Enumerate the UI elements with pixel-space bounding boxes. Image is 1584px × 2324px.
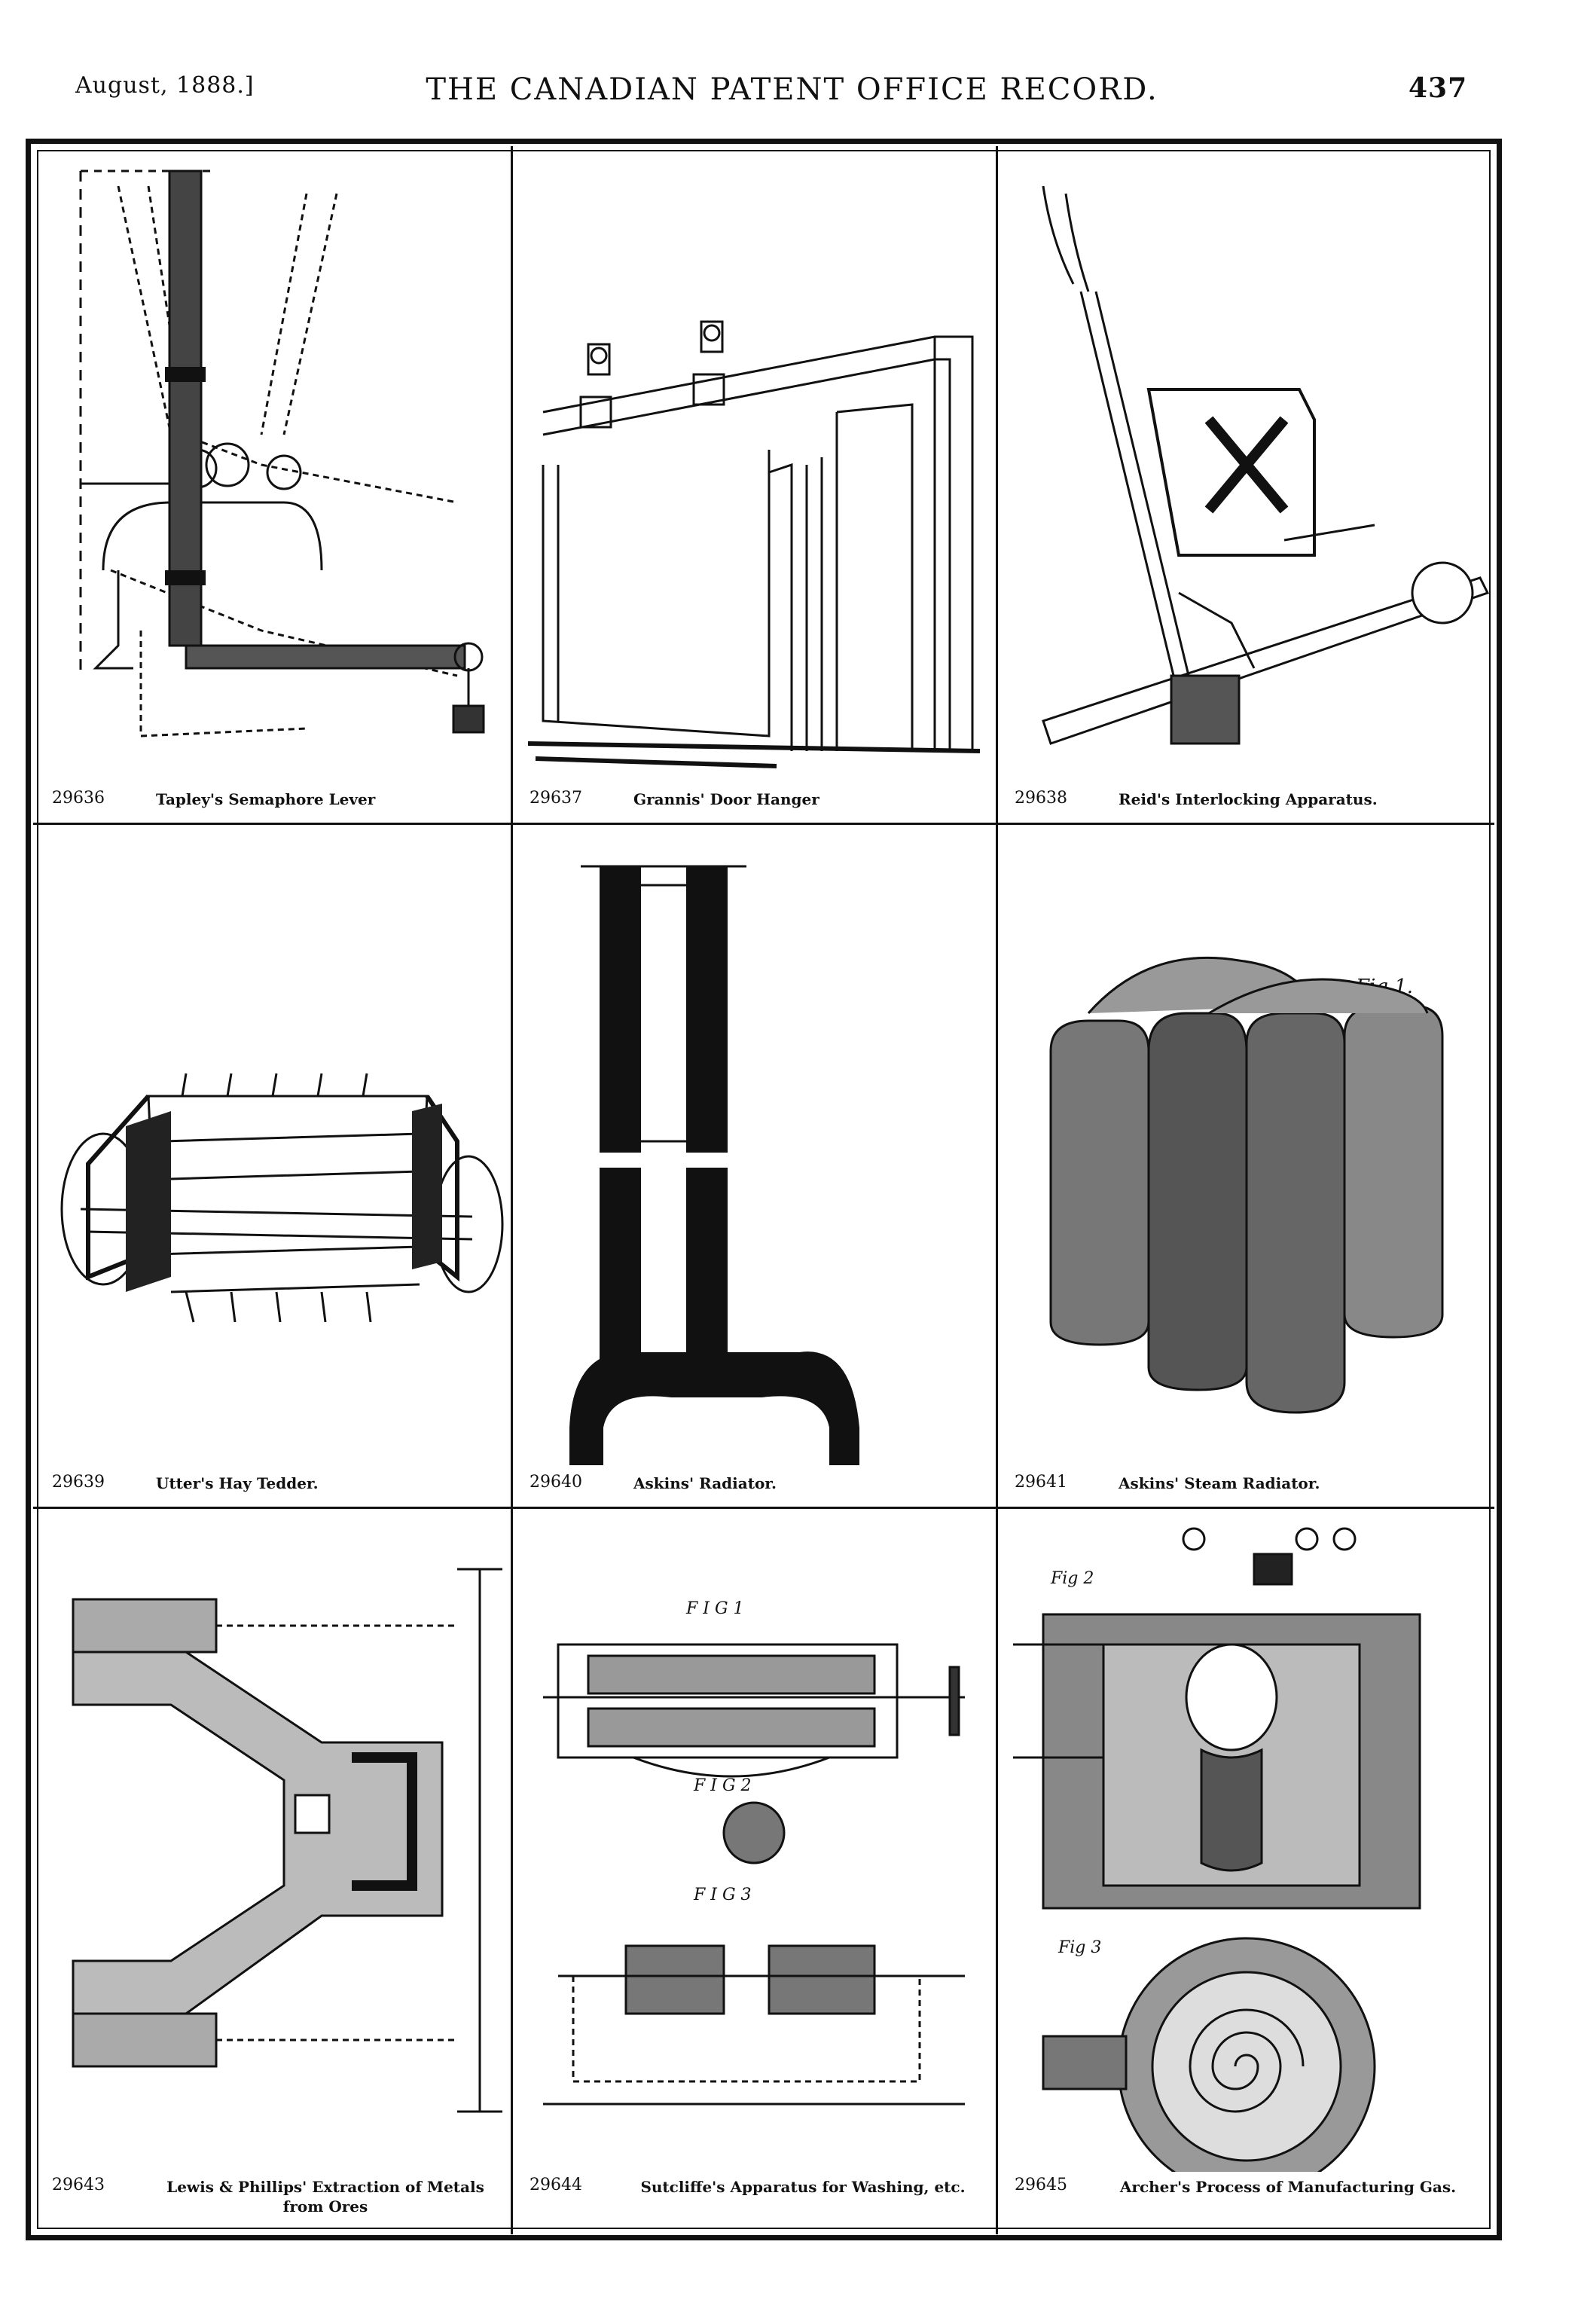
semaphore-lever-drawing — [79, 169, 485, 738]
patent-number: 29637 — [530, 789, 582, 808]
grid-line-v1 — [511, 146, 513, 2234]
patent-title: Lewis & Phillips' Extraction of Metals f… — [166, 2178, 484, 2216]
patent-cell-29643: 29643 Lewis & Phillips' Extraction of Me… — [35, 1509, 510, 2228]
patent-title: Reid's Interlocking Apparatus. — [1119, 790, 1378, 808]
steam-radiator-drawing — [1049, 956, 1444, 1414]
patent-caption-29639: 29639 Utter's Hay Tedder. — [35, 1473, 510, 1498]
patent-title: Grannis' Door Hanger — [633, 790, 819, 808]
patent-number: 29645 — [1015, 2176, 1067, 2194]
patent-caption-29636: 29636 Tapley's Semaphore Lever — [35, 789, 510, 814]
gas-process-drawing — [1013, 1527, 1421, 2172]
washing-apparatus-drawing — [543, 1643, 965, 2106]
patent-caption-29638: 29638 Reid's Interlocking Apparatus. — [998, 789, 1492, 814]
patent-title: Utter's Hay Tedder. — [156, 1474, 319, 1492]
patent-cell-29645: Fig 2 Fig 3 29645 Archer's Process of Ma… — [998, 1509, 1492, 2228]
patent-caption-29640: 29640 Askins' Radiator. — [513, 1473, 995, 1498]
fig1-label: F I G 1 — [686, 1599, 744, 1618]
patent-title: Archer's Process of Manufacturing Gas. — [1119, 2178, 1457, 2196]
patent-cell-29638: 29638 Reid's Interlocking Apparatus. — [998, 148, 1492, 822]
patent-title: Askins' Radiator. — [633, 1474, 777, 1492]
patent-number: 29636 — [52, 789, 105, 808]
plate-inner-border — [37, 150, 1491, 2229]
patent-number: 29641 — [1015, 1473, 1067, 1492]
patent-number: 29643 — [52, 2176, 105, 2194]
patent-title: Sutcliffe's Apparatus for Washing, etc. — [640, 2178, 966, 2196]
plate-frame — [26, 139, 1502, 2240]
fig3-label: Fig 3 — [1058, 1938, 1102, 1957]
interlocking-apparatus-drawing — [1042, 185, 1490, 745]
patent-cell-29639: 29639 Utter's Hay Tedder. — [35, 825, 510, 1506]
patent-caption-29637: 29637 Grannis' Door Hanger — [513, 789, 995, 814]
patent-caption-29641: 29641 Askins' Steam Radiator. — [998, 1473, 1492, 1498]
patent-caption-29643: 29643 Lewis & Phillips' Extraction of Me… — [35, 2176, 510, 2221]
patent-caption-29645: 29645 Archer's Process of Manufacturing … — [998, 2176, 1492, 2221]
patent-cell-29644: F I G 1 F I G 2 F I G 3 29644 Sutcliffe'… — [513, 1509, 995, 2228]
fig2-label: Fig 2 — [1051, 1569, 1094, 1588]
radiator-drawing — [569, 865, 859, 1465]
patent-cell-29641: Fig 1. 29641 Askins' Steam Radiator. — [998, 825, 1492, 1506]
patent-cell-29636: 29636 Tapley's Semaphore Lever — [35, 148, 510, 822]
patent-caption-29644: 29644 Sutcliffe's Apparatus for Washing,… — [513, 2176, 995, 2221]
fig2-label: F I G 2 — [694, 1776, 752, 1795]
page-number: 437 — [1409, 72, 1468, 104]
grid-line-h1 — [33, 823, 1494, 825]
patent-title: Tapley's Semaphore Lever — [156, 790, 376, 808]
fig3-label: F I G 3 — [694, 1886, 752, 1904]
metal-extraction-drawing — [72, 1568, 502, 2113]
grid-line-h2 — [33, 1507, 1494, 1509]
header-date: August, 1888.] — [75, 72, 255, 99]
grid-line-v2 — [996, 146, 998, 2234]
patent-number: 29640 — [530, 1473, 582, 1492]
patent-number: 29639 — [52, 1473, 105, 1492]
header-title: THE CANADIAN PATENT OFFICE RECORD. — [426, 72, 1158, 107]
patent-number: 29644 — [530, 2176, 582, 2194]
patent-title: Askins' Steam Radiator. — [1119, 1474, 1320, 1492]
patent-cell-29637: 29637 Grannis' Door Hanger — [513, 148, 995, 822]
patent-number: 29638 — [1015, 789, 1067, 808]
door-hanger-drawing — [527, 320, 981, 768]
patent-cell-29640: 29640 Askins' Radiator. — [513, 825, 995, 1506]
hay-tedder-drawing — [60, 1073, 504, 1323]
